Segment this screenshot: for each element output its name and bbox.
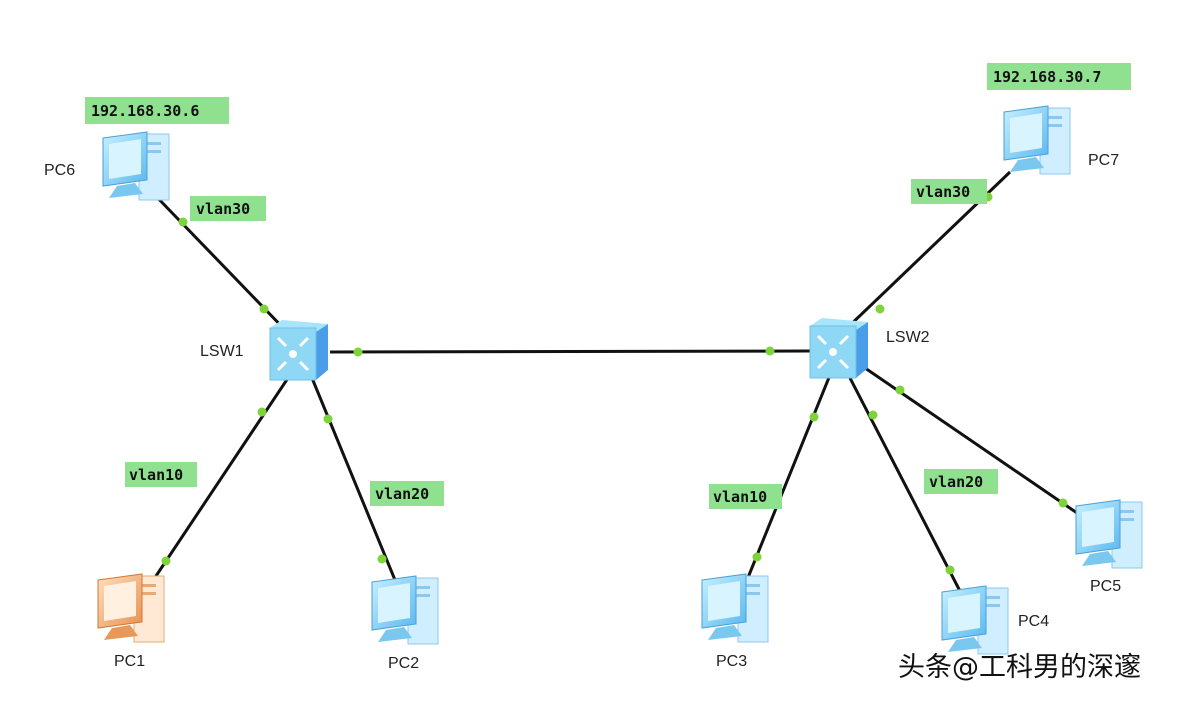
ip-tag-pc7[interactable]: 192.168.30.7 [987, 63, 1131, 90]
port-dot [161, 556, 171, 566]
port-dot [895, 385, 905, 395]
device-pc4[interactable]: PC4 [941, 585, 1049, 655]
device-label: PC6 [44, 162, 75, 179]
pc-icon [371, 575, 439, 645]
port-dot [178, 217, 188, 227]
tag-text: vlan20 [929, 473, 983, 491]
port-indicators [161, 192, 1068, 575]
port-dot [809, 412, 819, 422]
device-label: LSW1 [200, 343, 244, 360]
port-dot [945, 565, 955, 575]
link-lsw1-lsw2[interactable] [329, 349, 811, 354]
device-label: PC1 [114, 653, 145, 670]
device-pc6[interactable]: PC6 [44, 131, 170, 201]
tag-text: vlan30 [196, 200, 250, 218]
device-label: LSW2 [886, 329, 930, 346]
port-dot [752, 552, 762, 562]
port-dot [1058, 498, 1068, 508]
tag-text: 192.168.30.6 [91, 102, 199, 120]
port-dot [875, 304, 885, 314]
device-pc3[interactable]: PC3 [701, 573, 769, 670]
port-dot [868, 410, 878, 420]
port-dot [259, 304, 269, 314]
ip-tag-pc6[interactable]: 192.168.30.6 [85, 97, 229, 124]
vlan-tag-lsw1-pc6[interactable]: vlan30 [190, 196, 266, 221]
device-pc1[interactable]: PC1 [97, 573, 165, 670]
tag-text: vlan10 [129, 466, 183, 484]
port-dot [323, 414, 333, 424]
device-pc5[interactable]: PC5 [1075, 499, 1143, 595]
link-lsw1-pc2[interactable] [310, 377, 397, 581]
watermark: 头条@工科男的深邃 [898, 652, 1141, 683]
switch-icon [268, 318, 330, 382]
device-label: PC7 [1088, 152, 1119, 169]
tag-text: vlan20 [375, 485, 429, 503]
pc-icon [701, 573, 769, 643]
pc-icon [941, 585, 1009, 655]
pc-icon [1003, 105, 1071, 175]
switch-icon [808, 316, 870, 380]
vlan-tag-lsw1-pc1[interactable]: vlan10 [125, 462, 197, 487]
pc-icon [102, 131, 170, 201]
port-dot [257, 407, 267, 417]
port-dot [765, 346, 775, 356]
port-dot [353, 347, 363, 357]
device-label: PC2 [388, 655, 419, 672]
vlan-tag-lsw2-pc4[interactable]: vlan20 [924, 469, 998, 494]
vlan-tag-lsw1-pc2[interactable]: vlan20 [370, 481, 444, 506]
tag-text: 192.168.30.7 [993, 68, 1101, 86]
device-label: PC4 [1018, 613, 1049, 630]
device-pc2[interactable]: PC2 [371, 575, 439, 672]
device-lsw1[interactable]: LSW1 [200, 318, 330, 382]
tag-text: vlan30 [916, 183, 970, 201]
device-label: PC3 [716, 653, 747, 670]
vlan-tag-lsw2-pc7[interactable]: vlan30 [911, 179, 987, 204]
link-lsw1-pc1[interactable] [148, 374, 292, 586]
vlan-tag-lsw2-pc3[interactable]: vlan10 [709, 484, 782, 509]
link-lsw2-pc3[interactable] [743, 374, 832, 586]
pc-icon [1075, 499, 1143, 569]
links [148, 170, 1081, 596]
device-pc7[interactable]: PC7 [1003, 105, 1119, 175]
pc-icon [97, 573, 165, 643]
tag-text: vlan10 [713, 488, 767, 506]
device-label: PC5 [1090, 578, 1121, 595]
device-lsw2[interactable]: LSW2 [808, 316, 930, 380]
port-dot [377, 554, 387, 564]
